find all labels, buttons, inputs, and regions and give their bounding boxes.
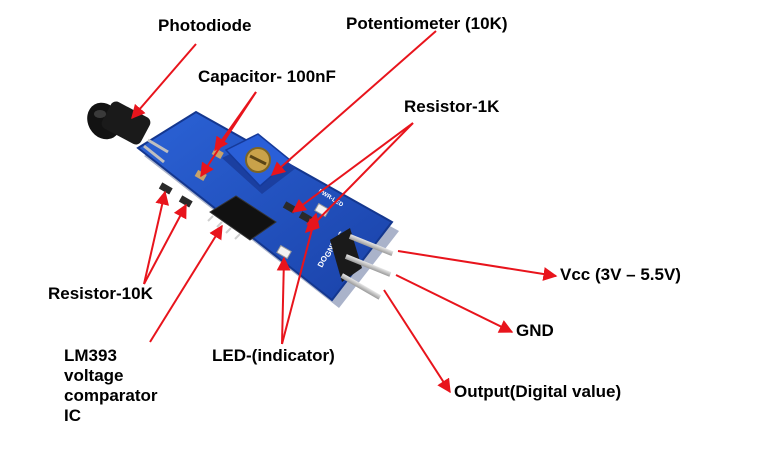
arrow-gnd bbox=[395, 274, 514, 333]
pcb-board bbox=[136, 110, 394, 302]
pin-vcc bbox=[348, 234, 394, 257]
arrow-ic bbox=[149, 224, 223, 343]
label-ic-line3: comparator bbox=[64, 386, 158, 405]
arrow-capacitor-2 bbox=[200, 91, 257, 178]
arrow-resistor-1k-2 bbox=[305, 122, 414, 233]
label-ic-line1: LM393 bbox=[64, 346, 117, 365]
header-pins bbox=[330, 228, 394, 300]
resistor-10k-2 bbox=[178, 195, 193, 208]
label-ic: LM393 voltage comparator IC bbox=[64, 346, 204, 426]
arrow-led-1 bbox=[276, 256, 291, 345]
label-gnd: GND bbox=[516, 321, 554, 340]
resistor-10k-1 bbox=[158, 182, 173, 195]
label-potentiometer: Potentiometer (10K) bbox=[346, 14, 508, 33]
label-resistor-10k: Resistor-10K bbox=[48, 284, 153, 303]
label-photodiode: Photodiode bbox=[158, 16, 252, 35]
photodiode-leads bbox=[143, 138, 169, 164]
pin-gnd bbox=[344, 254, 392, 277]
sensor-module: VCC GND DO DO-LED PWR-LED bbox=[87, 101, 399, 308]
label-vcc: Vcc (3V – 5.5V) bbox=[560, 265, 681, 284]
photodiode bbox=[87, 101, 151, 145]
label-ic-line4: IC bbox=[64, 406, 81, 425]
arrow-vcc bbox=[397, 250, 558, 281]
arrow-output bbox=[383, 289, 451, 394]
pin-do bbox=[340, 273, 382, 300]
callout-arrows bbox=[131, 30, 558, 394]
label-led: LED-(indicator) bbox=[212, 346, 335, 365]
arrow-potentiometer bbox=[270, 30, 437, 176]
arrow-photodiode bbox=[131, 43, 197, 120]
arrow-resistor-1k-1 bbox=[291, 122, 414, 213]
arrow-led-2 bbox=[281, 212, 320, 345]
label-capacitor: Capacitor- 100nF bbox=[198, 67, 336, 86]
label-ic-line2: voltage bbox=[64, 366, 124, 385]
led-indicator-1 bbox=[276, 244, 292, 260]
arrow-resistor-10k-2 bbox=[143, 203, 187, 285]
label-resistor-1k: Resistor-1K bbox=[404, 97, 500, 116]
label-output: Output(Digital value) bbox=[454, 382, 622, 401]
arrow-resistor-10k-1 bbox=[143, 190, 170, 285]
